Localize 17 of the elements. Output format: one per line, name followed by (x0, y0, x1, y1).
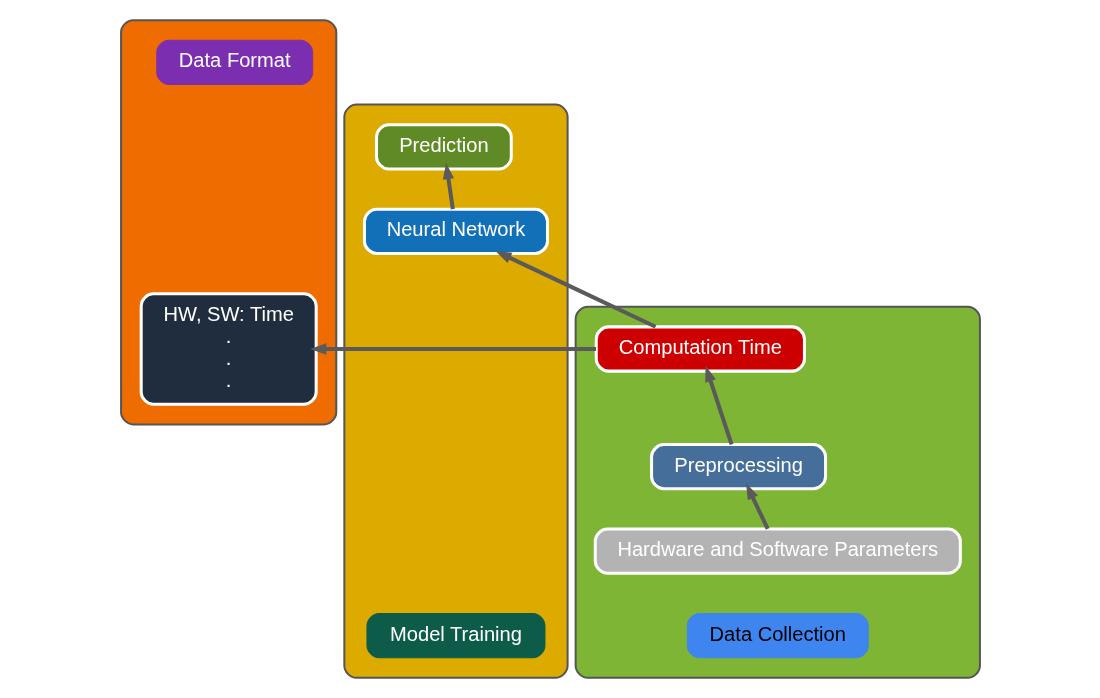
arrow (309, 343, 596, 355)
cluster (574, 305, 981, 679)
node-box: Model Training (365, 613, 545, 659)
arrow (704, 365, 733, 446)
cluster (119, 19, 337, 426)
node-box: Data Format (155, 39, 313, 85)
node-box: Preprocessing (649, 443, 827, 491)
arrow (442, 163, 455, 210)
cluster (342, 103, 569, 679)
node-box: Data Collection (686, 613, 869, 659)
node-box: Prediction (374, 123, 513, 171)
arrow (745, 483, 769, 530)
arrow (494, 251, 656, 329)
node-box: Computation Time (594, 325, 806, 373)
node-box: HW, SW: Time . . . (139, 292, 318, 406)
node-box: Neural Network (362, 207, 549, 255)
node-box: Hardware and Software Parameters (593, 527, 962, 575)
